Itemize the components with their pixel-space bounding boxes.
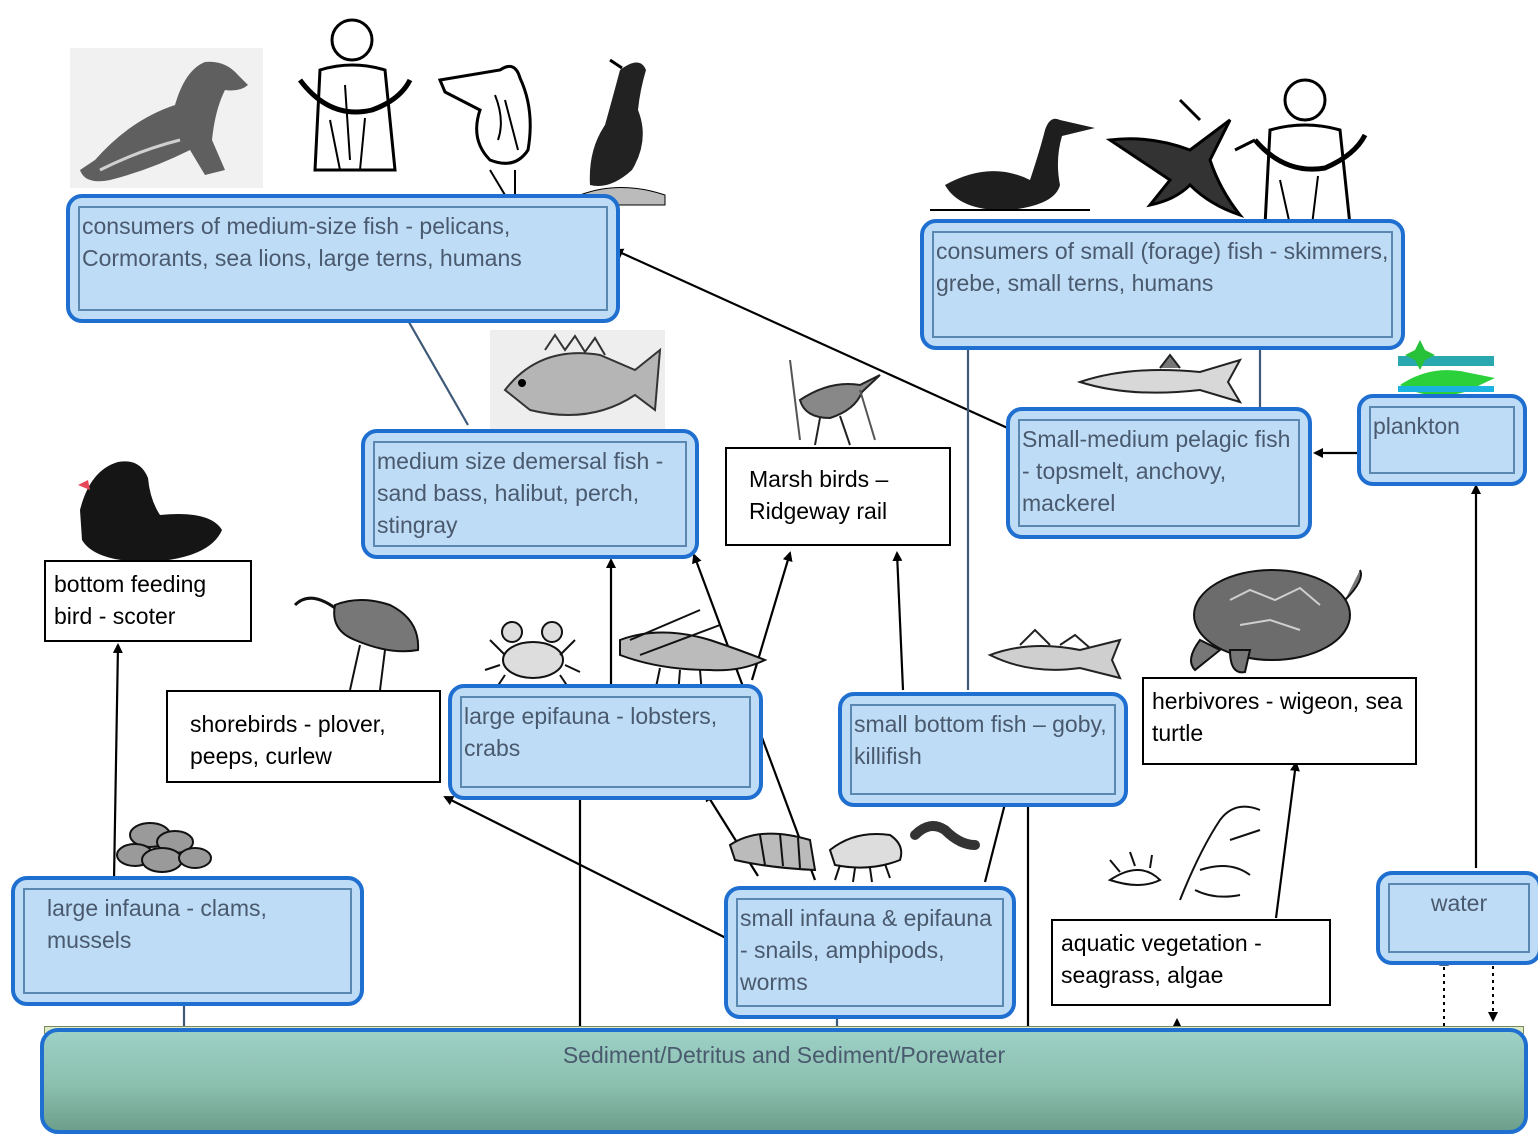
- node-medium-fish-consumers: consumers of medium-size fish - pelicans…: [66, 194, 620, 323]
- node-label: large infauna - clams, mussels: [47, 895, 267, 953]
- node-label: bottom feeding bird - scoter: [54, 571, 207, 629]
- node-label: herbivores - wigeon, sea turtle: [1152, 688, 1403, 746]
- link-bottomfish-to-marsh: [892, 551, 905, 691]
- node-inner-frame: [23, 888, 352, 994]
- node-label: water: [1430, 890, 1488, 916]
- node-inner-frame: [736, 898, 1004, 1007]
- node-label: large epifauna - lobsters, crabs: [464, 703, 718, 761]
- node-small-bottom-fish: small bottom fish – goby, killifish: [838, 692, 1128, 807]
- node-label: Marsh birds – Ridgeway rail: [749, 466, 889, 524]
- node-inner-frame: [1369, 406, 1515, 474]
- node-label: medium size demersal fish - sand bass, h…: [377, 448, 664, 538]
- node-label: Sediment/Detritus and Sediment/Porewater: [562, 1042, 1006, 1068]
- node-label: small infauna & epifauna - snails, amphi…: [740, 905, 992, 995]
- tern-icon: [1105, 98, 1256, 219]
- node-inner-frame: [373, 441, 687, 547]
- fisherman-icon: [298, 18, 413, 172]
- node-inner-frame: [460, 696, 751, 788]
- fisherman-icon: [1253, 78, 1368, 227]
- cormorant-icon: [579, 58, 666, 206]
- node-small-infauna: small infauna & epifauna - snails, amphi…: [724, 886, 1016, 1019]
- node-plankton: plankton: [1357, 394, 1527, 486]
- node-label: consumers of medium-size fish - pelicans…: [82, 213, 522, 271]
- node-inner-frame: [1018, 419, 1300, 527]
- node-scoter: bottom feeding bird - scoter: [44, 560, 252, 642]
- link-demersal-to-medium-consumers: [397, 301, 469, 426]
- node-label: aquatic vegetation - seagrass, algae: [1061, 930, 1262, 988]
- node-pelagic-fish: Small-medium pelagic fish - topsmelt, an…: [1006, 407, 1312, 539]
- node-inner-frame: [932, 231, 1393, 338]
- sea-turtle-icon: [1190, 569, 1362, 674]
- node-label: consumers of small (forage) fish - skimm…: [936, 238, 1389, 296]
- snail-icon: [728, 832, 817, 872]
- pelican-icon: [437, 64, 532, 196]
- worm-icon: [910, 821, 980, 850]
- lobster-icon: [619, 609, 768, 696]
- link-infauna-to-shorebirds: [443, 796, 731, 941]
- node-demersal-fish: medium size demersal fish - sand bass, h…: [361, 429, 699, 559]
- grebe-icon: [930, 118, 1095, 211]
- node-sediment: Sediment/Detritus and Sediment/Porewater: [40, 1028, 1528, 1134]
- rail-bird-icon: [789, 359, 881, 446]
- anchovy-icon: [1076, 353, 1243, 404]
- node-label: Small-medium pelagic fish - topsmelt, an…: [1022, 426, 1291, 516]
- goby-icon: [987, 628, 1122, 680]
- node-inner-frame: [1388, 883, 1530, 953]
- node-inner-frame: [850, 704, 1116, 795]
- node-label: shorebirds - plover, peeps, curlew: [190, 711, 386, 769]
- node-forage-fish-consumers: consumers of small (forage) fish - skimm…: [920, 219, 1405, 350]
- node-label: small bottom fish – goby, killifish: [854, 711, 1107, 769]
- node-label: plankton: [1373, 413, 1460, 439]
- node-large-epifauna: large epifauna - lobsters, crabs: [448, 684, 763, 800]
- node-inner-frame: [78, 206, 608, 311]
- link-clams-to-scoter: [112, 643, 123, 881]
- amphipod-icon: [828, 833, 903, 883]
- clams-icon: [116, 822, 212, 873]
- node-marsh-birds: Marsh birds – Ridgeway rail: [725, 447, 951, 546]
- node-water: water: [1376, 871, 1538, 965]
- perch-fish-icon: [490, 330, 665, 430]
- crab-icon: [484, 621, 581, 691]
- node-aquatic-vegetation: aquatic vegetation - seagrass, algae: [1051, 919, 1331, 1006]
- link-vegetation-to-herbivores: [1274, 761, 1300, 919]
- node-large-infauna: large infauna - clams, mussels: [11, 876, 364, 1006]
- algae-icon: [1107, 805, 1261, 901]
- link-pelagic-to-medium-consumers: [613, 248, 1013, 432]
- sea-lion-icon: [70, 48, 263, 188]
- scoter-duck-icon: [78, 461, 222, 562]
- node-herbivores: herbivores - wigeon, sea turtle: [1142, 677, 1417, 765]
- plankton-icon: [1398, 340, 1495, 396]
- curlew-icon: [293, 596, 420, 691]
- node-shorebirds: shorebirds - plover, peeps, curlew: [166, 690, 441, 783]
